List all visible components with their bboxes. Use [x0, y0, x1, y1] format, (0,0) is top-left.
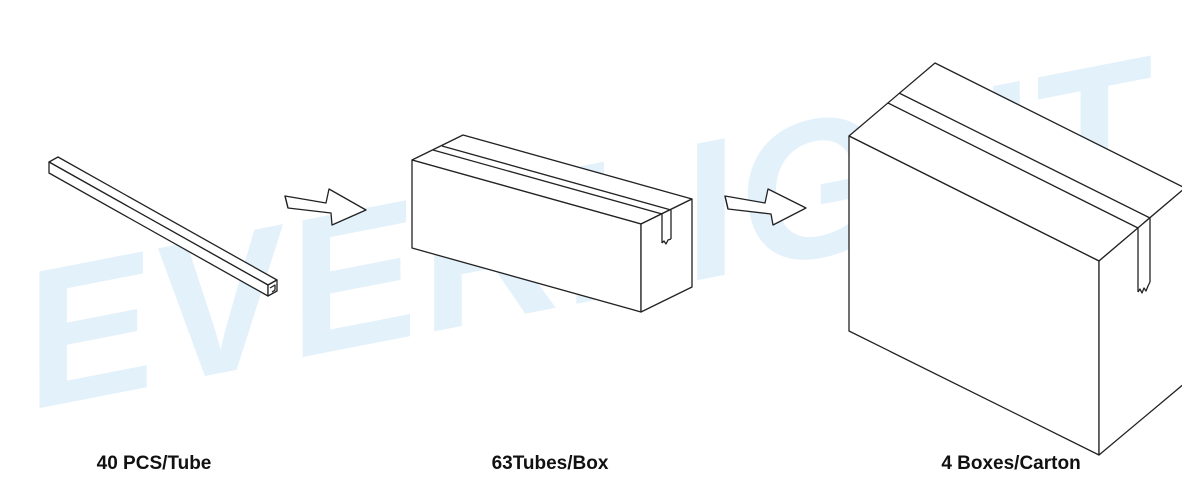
step-label-tube: 40 PCS/Tube — [96, 453, 212, 474]
arrow-right-icon — [724, 188, 807, 226]
carton-illustration — [848, 62, 1182, 456]
arrow-right-icon — [284, 188, 367, 226]
step-label-carton: 4 Boxes/Carton — [941, 453, 1081, 474]
step-label-box: 63Tubes/Box — [491, 453, 609, 474]
tube-illustration — [48, 156, 278, 297]
box-illustration — [411, 134, 693, 313]
